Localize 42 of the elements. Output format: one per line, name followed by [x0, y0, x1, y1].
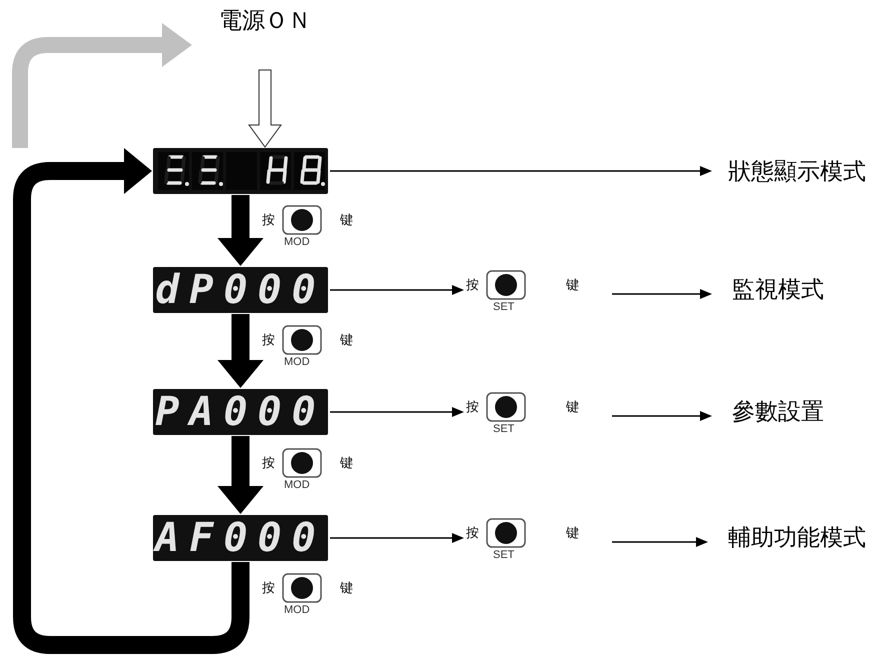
arrow — [330, 285, 464, 295]
key-text: 键 — [566, 525, 579, 542]
button-label: SET — [493, 301, 514, 313]
key-text: 键 — [340, 332, 353, 349]
arrow — [218, 436, 264, 514]
led-display: AF000 — [153, 515, 328, 561]
heading-text: 電源ＯＮ — [200, 6, 330, 40]
arrow — [330, 533, 464, 543]
mode-label: 參數設置 — [732, 397, 852, 427]
press-text: 按 — [466, 277, 479, 294]
key-text: 键 — [340, 455, 353, 472]
arrow — [13, 148, 250, 654]
button-label: MOD — [284, 604, 310, 616]
mode-label: 狀態顯示模式 — [728, 157, 878, 187]
button-label: MOD — [284, 479, 310, 491]
press-text: 按 — [262, 212, 275, 229]
key-text: 键 — [340, 580, 353, 597]
arrow — [218, 195, 264, 266]
arrow — [330, 407, 464, 417]
button-label: MOD — [284, 236, 310, 248]
button-label: SET — [493, 549, 514, 561]
press-text: 按 — [262, 332, 275, 349]
press-text: 按 — [262, 580, 275, 597]
button-label: MOD — [284, 356, 310, 368]
arrow — [12, 23, 192, 148]
key-text: 键 — [340, 212, 353, 229]
press-text: 按 — [262, 455, 275, 472]
press-text: 按 — [466, 399, 479, 416]
key-text: 键 — [566, 277, 579, 294]
key-text: 键 — [566, 399, 579, 416]
arrow — [330, 166, 712, 176]
arrow — [218, 314, 264, 388]
mode-label: 監視模式 — [732, 275, 852, 305]
arrow — [612, 411, 712, 421]
led-display: dP000 — [153, 267, 328, 313]
arrow — [612, 289, 712, 299]
mode-label: 輔助功能模式 — [728, 523, 878, 553]
arrow — [612, 537, 708, 547]
led-display: PA000 — [153, 389, 328, 435]
button-label: SET — [493, 423, 514, 435]
arrow — [248, 70, 282, 148]
press-text: 按 — [466, 525, 479, 542]
